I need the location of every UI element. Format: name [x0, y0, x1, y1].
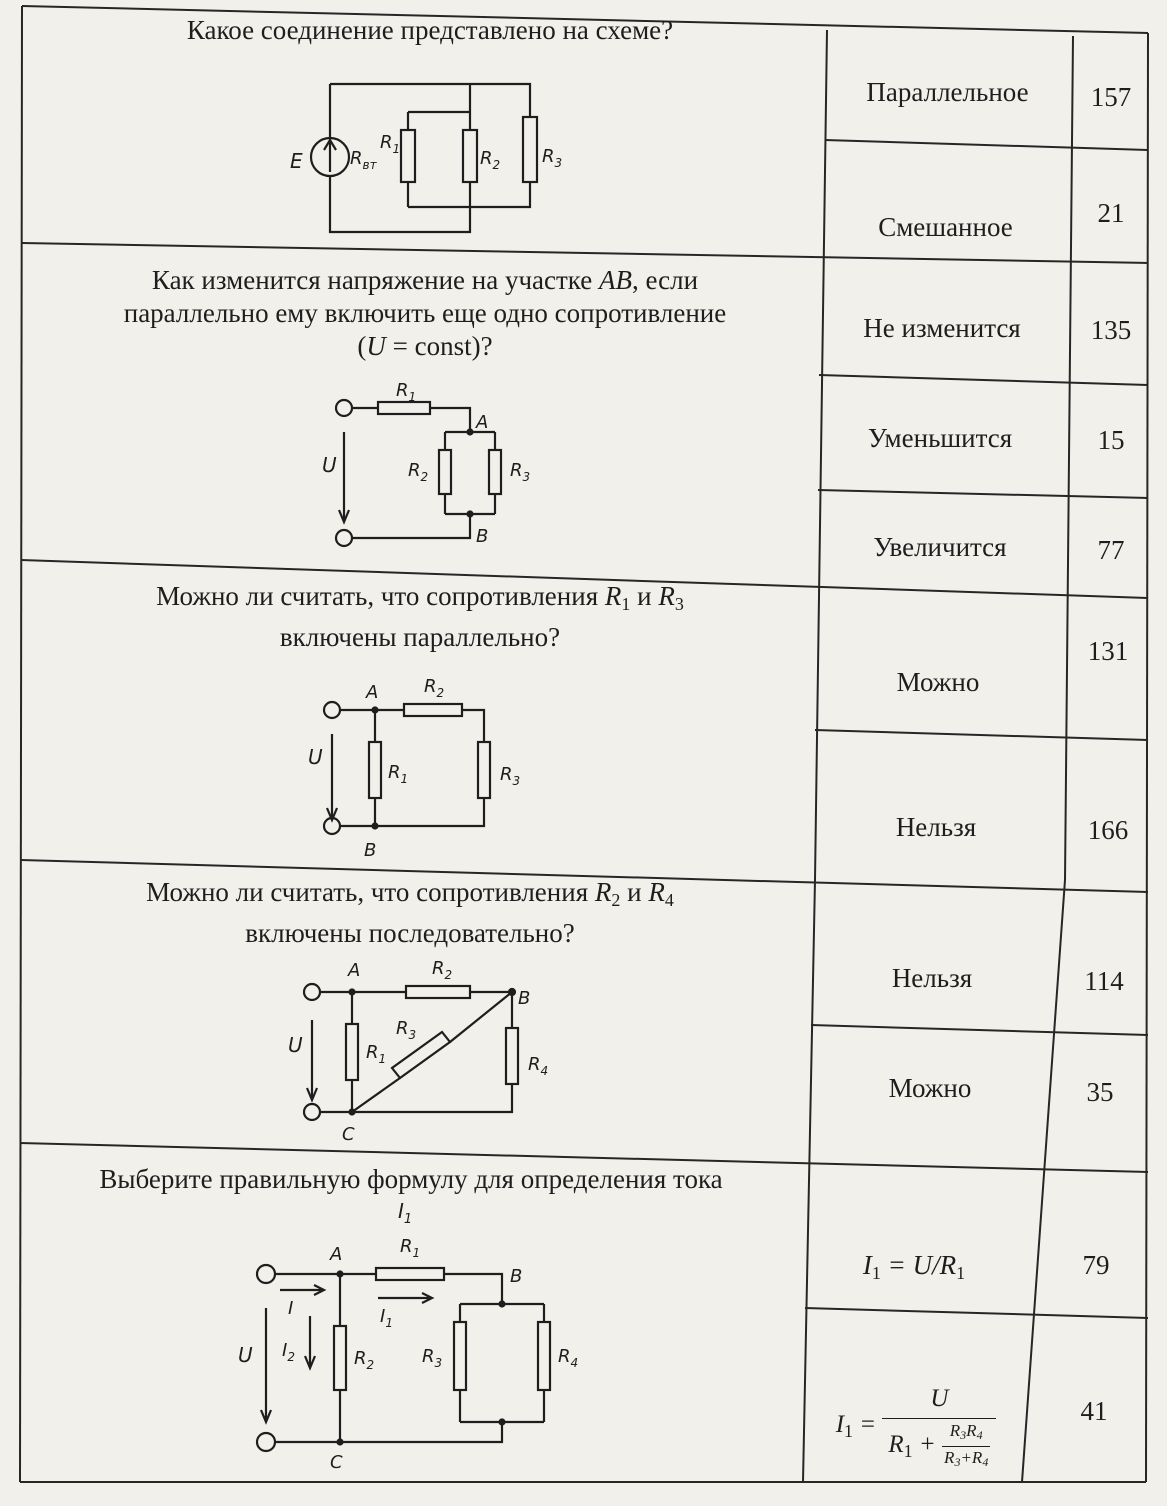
q2-answer-2[interactable]: Уменьшится — [867, 423, 1013, 453]
label-R1: R1 — [388, 762, 408, 786]
label-A: A — [365, 682, 378, 703]
question-3-text: Можно ли считать, что сопротивления R1 и… — [156, 581, 684, 652]
label-U: U — [308, 745, 323, 769]
q4-answer-2[interactable]: Можно — [888, 1073, 972, 1103]
label-I1-top: I1 — [398, 1199, 412, 1227]
label-E: E — [290, 149, 303, 173]
q4-answer-1[interactable]: Нельзя — [891, 963, 973, 993]
label-B: B — [518, 988, 530, 1009]
question-1-circuit: E Rвт R1 R2 R3 — [290, 82, 562, 234]
question-3-circuit: A R2 U R1 R3 B — [308, 676, 520, 860]
q4-code-2[interactable]: 35 — [1086, 1077, 1114, 1107]
label-R3: R3 — [396, 1018, 416, 1042]
q5-code-1[interactable]: 79 — [1082, 1250, 1110, 1280]
label-B: B — [510, 1266, 522, 1287]
q1-code-1[interactable]: 157 — [1090, 82, 1132, 112]
q2-code-3[interactable]: 77 — [1097, 535, 1125, 565]
label-R3: R3 — [500, 764, 520, 788]
question-4-text: Можно ли считать, что сопротивления R2 и… — [146, 877, 674, 948]
q3-answer-2[interactable]: Нельзя — [895, 812, 977, 842]
label-C: C — [342, 1124, 355, 1145]
label-A: A — [329, 1244, 342, 1265]
question-2-circuit: R1 A B U R2 R3 — [322, 380, 530, 548]
label-R2: R2 — [408, 460, 428, 484]
label-R1: R1 — [366, 1042, 386, 1066]
label-R3: R3 — [542, 146, 562, 170]
question-5-circuit: I1 R1 A B I I1 U I2 R2 R3 R4 C — [238, 1199, 578, 1473]
label-R1: R1 — [380, 132, 400, 156]
label-B: B — [364, 840, 376, 860]
label-R3: R3 — [422, 1346, 442, 1370]
question-1-text: Какое соединение представлено на схеме? — [186, 15, 674, 45]
label-A: A — [475, 412, 488, 433]
q2-answer-3[interactable]: Увеличится — [873, 532, 1007, 562]
q2-code-1[interactable]: 135 — [1090, 315, 1132, 345]
label-A: A — [347, 960, 360, 981]
q1-answer-1[interactable]: Параллельное — [866, 77, 1029, 107]
label-R3: R3 — [510, 460, 530, 484]
label-R2: R2 — [354, 1348, 374, 1372]
label-U: U — [322, 453, 337, 477]
q1-code-2[interactable]: 21 — [1097, 198, 1125, 228]
label-R2: R2 — [432, 958, 452, 982]
label-R1: R1 — [400, 1236, 420, 1260]
q3-answer-1[interactable]: Можно — [896, 667, 980, 697]
label-R4: R4 — [558, 1346, 578, 1370]
q2-answer-1[interactable]: Не изменится — [863, 313, 1021, 343]
label-C: C — [330, 1452, 343, 1473]
q5-code-2[interactable]: 41 — [1080, 1396, 1108, 1426]
q3-code-1[interactable]: 131 — [1087, 636, 1129, 666]
label-B: B — [476, 526, 488, 547]
q5-answer-1-formula[interactable]: I1 = U/R1 — [862, 1250, 966, 1283]
label-I: I — [288, 1298, 293, 1319]
label-I1: I1 — [380, 1306, 393, 1330]
label-R1: R1 — [396, 380, 416, 404]
question-5-text: Выберите правильную формулу для определе… — [99, 1164, 723, 1194]
q2-code-2[interactable]: 15 — [1097, 425, 1125, 455]
label-I2: I2 — [282, 1340, 295, 1364]
label-U: U — [238, 1343, 253, 1367]
q4-code-1[interactable]: 114 — [1084, 966, 1124, 996]
q3-code-2[interactable]: 166 — [1087, 815, 1129, 845]
q1-answer-2[interactable]: Смешанное — [878, 212, 1013, 242]
label-R2: R2 — [480, 148, 500, 172]
label-U: U — [288, 1033, 303, 1057]
label-R2: R2 — [424, 676, 444, 700]
question-4-circuit: A R2 B R3 U R1 R4 C — [288, 958, 548, 1145]
label-R4: R4 — [528, 1054, 548, 1078]
question-2-text: Как изменится напряжение на участке AB, … — [123, 265, 727, 361]
label-Rvt: Rвт — [350, 148, 378, 172]
